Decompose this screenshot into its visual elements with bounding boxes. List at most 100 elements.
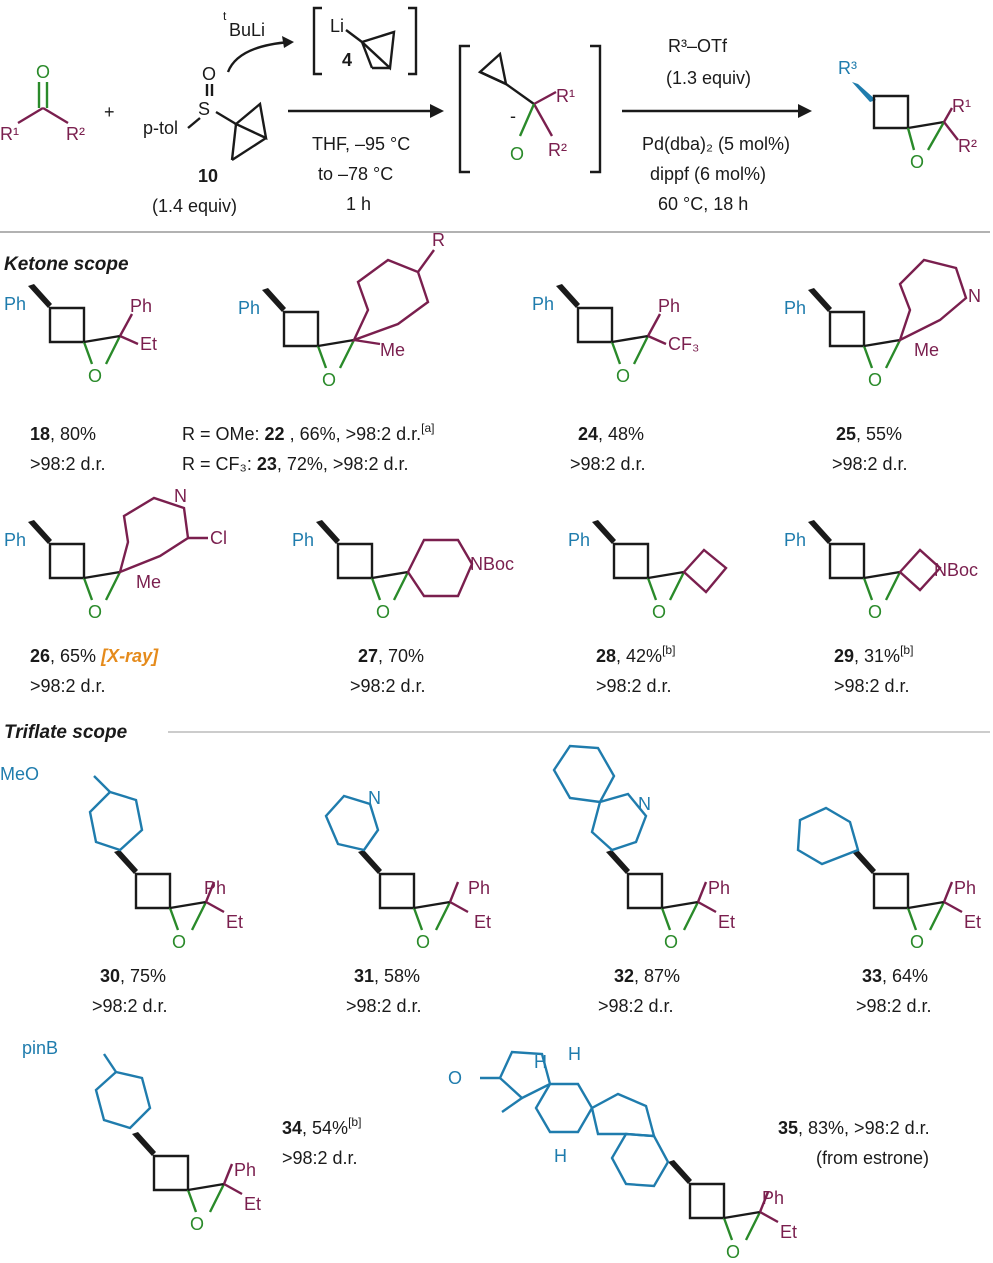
compound-33: O Ph Et [796, 806, 981, 952]
svg-text:Ph: Ph [130, 296, 152, 316]
ptol-label: p-tol [143, 118, 178, 138]
svg-text:O: O [376, 602, 390, 622]
svg-text:>98:2 d.r.: >98:2 d.r. [598, 996, 674, 1016]
svg-text:>98:2 d.r.: >98:2 d.r. [570, 454, 646, 474]
cond2-line1: Pd(dba)₂ (5 mol%) [642, 134, 790, 154]
svg-text:28, 42%[b]: 28, 42%[b] [596, 643, 675, 666]
svg-text:Ph: Ph [568, 530, 590, 550]
svg-text:N: N [368, 788, 381, 808]
svg-text:18, 80%: 18, 80% [30, 424, 96, 444]
svg-text:O: O [664, 932, 678, 952]
svg-text:-: - [510, 106, 516, 126]
compound-28: Ph O [568, 518, 728, 622]
cond1-line2: to –78 °C [318, 164, 393, 184]
svg-text:30, 75%: 30, 75% [100, 966, 166, 986]
compound-22-23: Ph O Me R [238, 230, 445, 390]
svg-text:Ph: Ph [204, 878, 226, 898]
svg-text:Et: Et [780, 1222, 797, 1242]
svg-text:Ph: Ph [784, 530, 806, 550]
svg-text:R¹: R¹ [556, 86, 575, 106]
svg-text:R³: R³ [838, 58, 857, 78]
svg-text:Ph: Ph [532, 294, 554, 314]
svg-text:H: H [568, 1044, 581, 1064]
svg-text:Me: Me [136, 572, 161, 592]
svg-text:H: H [554, 1146, 567, 1166]
svg-text:O: O [172, 932, 186, 952]
svg-text:pinB: pinB [22, 1038, 58, 1058]
svg-text:Ph: Ph [4, 294, 26, 314]
tbuli-label: BuLi [229, 20, 265, 40]
cond2-line2: dippf (6 mol%) [650, 164, 766, 184]
svg-text:O: O [868, 602, 882, 622]
svg-text:>98:2 d.r.: >98:2 d.r. [30, 454, 106, 474]
svg-text:O: O [868, 370, 882, 390]
alkoxide-intermediate: - O R¹ R² [458, 44, 602, 174]
sulfoxide-10: p-tol S O 10 (1.4 equiv) [143, 64, 268, 216]
svg-text:>98:2 d.r.: >98:2 d.r. [30, 676, 106, 696]
svg-text:(from estrone): (from estrone) [816, 1148, 929, 1168]
svg-text:27, 70%: 27, 70% [358, 646, 424, 666]
svg-text:29, 31%[b]: 29, 31%[b] [834, 643, 913, 666]
svg-text:Me: Me [914, 340, 939, 360]
svg-text:Et: Et [964, 912, 981, 932]
svg-text:t: t [223, 9, 227, 23]
svg-text:>98:2 d.r.: >98:2 d.r. [92, 996, 168, 1016]
compound-34: pinB O Ph Et [22, 1038, 261, 1234]
svg-text:O: O [448, 1068, 462, 1088]
r3otf-label: R³–OTf [668, 36, 728, 56]
intermediate-4: Li 4 [312, 6, 418, 76]
svg-text:Ph: Ph [468, 878, 490, 898]
compound-26: Ph O Me N Cl [4, 486, 227, 622]
ketone-scope-title: Ketone scope [4, 254, 129, 275]
svg-text:R: R [432, 230, 445, 250]
svg-text:NBoc: NBoc [934, 560, 978, 580]
svg-text:26, 65% [X-ray]: 26, 65% [X-ray] [30, 646, 159, 666]
svg-text:>98:2 d.r.: >98:2 d.r. [856, 996, 932, 1016]
svg-text:Ph: Ph [234, 1160, 256, 1180]
svg-text:24, 48%: 24, 48% [578, 424, 644, 444]
compound-25: Ph O Me N [784, 258, 981, 390]
svg-text:N: N [968, 286, 981, 306]
svg-text:O: O [88, 366, 102, 386]
svg-text:O: O [726, 1242, 740, 1262]
svg-text:Ph: Ph [954, 878, 976, 898]
svg-text:Et: Et [474, 912, 491, 932]
tbuli-arrow: t BuLi [223, 9, 294, 73]
sulfoxide-oxygen: O [202, 64, 216, 84]
svg-text:>98:2 d.r.: >98:2 d.r. [282, 1148, 358, 1168]
compound-24: Ph O Ph CF₃ [532, 282, 699, 386]
svg-text:Li: Li [330, 16, 344, 36]
svg-text:O: O [322, 370, 336, 390]
svg-text:Et: Et [226, 912, 243, 932]
svg-text:Et: Et [244, 1194, 261, 1214]
svg-text:CF₃: CF₃ [668, 334, 699, 354]
svg-text:R²: R² [958, 136, 977, 156]
cond1-line1: THF, –95 °C [312, 134, 410, 154]
cond2-line3: 60 °C, 18 h [658, 194, 748, 214]
svg-text:32, 87%: 32, 87% [614, 966, 680, 986]
svg-text:R¹: R¹ [952, 96, 971, 116]
svg-text:N: N [638, 794, 651, 814]
compound-32: N O Ph Et [552, 744, 735, 952]
svg-text:Et: Et [718, 912, 735, 932]
svg-text:H: H [534, 1052, 547, 1072]
plus-sign: + [104, 102, 115, 122]
product-general: R³ O R¹ R² [838, 58, 977, 172]
compound-30: MeO O Ph Et [0, 764, 243, 952]
svg-text:Ph: Ph [4, 530, 26, 550]
svg-text:31, 58%: 31, 58% [354, 966, 420, 986]
svg-text:O: O [616, 366, 630, 386]
svg-text:O: O [416, 932, 430, 952]
triflate-scope-title: Triflate scope [4, 722, 128, 743]
svg-text:O: O [910, 152, 924, 172]
svg-text:>98:2 d.r.: >98:2 d.r. [596, 676, 672, 696]
svg-text:34, 54%[b]: 34, 54%[b] [282, 1115, 361, 1138]
intermediate-4-label: 4 [342, 50, 352, 70]
svg-text:33, 64%: 33, 64% [862, 966, 928, 986]
sulfur-label: S [198, 99, 210, 119]
compound-27: Ph O NBoc [292, 518, 514, 622]
svg-text:Et: Et [140, 334, 157, 354]
svg-text:R²: R² [548, 140, 567, 160]
svg-text:O: O [190, 1214, 204, 1234]
